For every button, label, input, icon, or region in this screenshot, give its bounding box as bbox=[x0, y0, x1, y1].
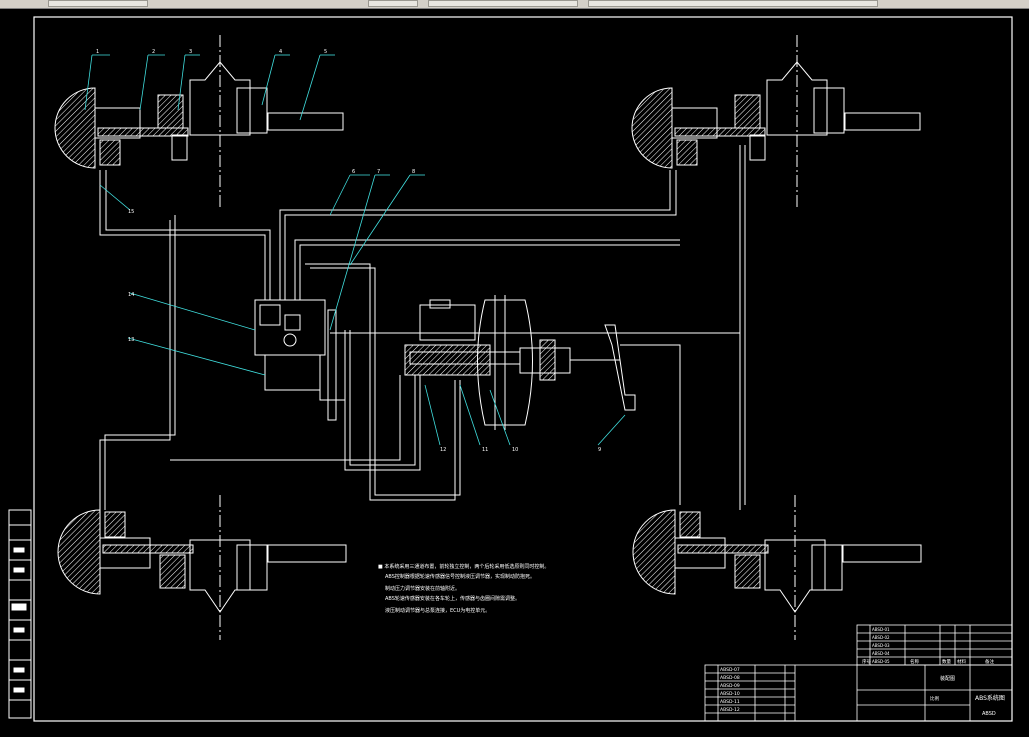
svg-text:比例: 比例 bbox=[930, 695, 939, 702]
title-block-text: ABSD-07 ABSD-08 ABSD-09 ABSD-10 ABSD-11 … bbox=[720, 658, 1005, 717]
svg-text:ABSD-07: ABSD-07 bbox=[720, 667, 740, 673]
svg-text:ABS轮速传感器安装在各车轮上，传感器与齿圈间隙需调整。: ABS轮速传感器安装在各车轮上，传感器与齿圈间隙需调整。 bbox=[385, 595, 520, 602]
toolbar-linetype-control[interactable] bbox=[428, 0, 578, 7]
toolbar-tool-buttons[interactable] bbox=[368, 0, 418, 7]
svg-text:3: 3 bbox=[189, 49, 192, 55]
svg-text:■ 本系统采用三通道布置，前轮独立控制，两个后轮采用低选原: ■ 本系统采用三通道布置，前轮独立控制，两个后轮采用低选原则同时控制。 bbox=[378, 563, 549, 570]
wheel-brake-rear-right bbox=[632, 495, 922, 640]
toolbar-layer-control[interactable] bbox=[48, 0, 148, 7]
drawing-canvas[interactable]: 1 2 3 4 5 6 7 8 9 10 11 12 13 14 15 ■ 本系… bbox=[0, 8, 1029, 733]
toolbar-lineweight-control[interactable] bbox=[588, 0, 878, 7]
parts-list-text: ABSD-01 ABSD-02 ABSD-03 ABSD-04 ABSD-05 bbox=[872, 627, 890, 664]
callout-numbers: 1 2 3 4 5 6 7 8 9 10 11 12 13 14 15 bbox=[96, 49, 601, 453]
svg-text:序号: 序号 bbox=[862, 658, 871, 665]
svg-text:ABSD-09: ABSD-09 bbox=[720, 683, 740, 689]
wheel-brake-front-left bbox=[54, 35, 344, 210]
drawing-svg: 1 2 3 4 5 6 7 8 9 10 11 12 13 14 15 ■ 本系… bbox=[8, 16, 1013, 722]
svg-text:6: 6 bbox=[352, 169, 355, 175]
svg-text:9: 9 bbox=[598, 447, 601, 453]
brake-lines bbox=[99, 145, 746, 510]
svg-text:ABSD-08: ABSD-08 bbox=[720, 675, 740, 681]
abs-modulator bbox=[254, 299, 345, 421]
svg-text:11: 11 bbox=[482, 447, 488, 453]
parts-list-table bbox=[856, 624, 1013, 666]
callout-leaders bbox=[84, 54, 626, 446]
svg-text:ABSD-12: ABSD-12 bbox=[720, 707, 740, 713]
svg-text:制动压力调节器安装在前轴附近。: 制动压力调节器安装在前轴附近。 bbox=[385, 585, 460, 592]
svg-text:液压制动调节器与总泵连接，ECU为电控单元。: 液压制动调节器与总泵连接，ECU为电控单元。 bbox=[385, 607, 490, 614]
wheel-brake-front-right bbox=[631, 35, 921, 210]
svg-text:ABS系统图: ABS系统图 bbox=[975, 694, 1005, 702]
svg-text:14: 14 bbox=[128, 292, 134, 298]
title-block bbox=[704, 664, 1013, 722]
svg-text:8: 8 bbox=[412, 169, 415, 175]
svg-text:ABSD-11: ABSD-11 bbox=[720, 699, 740, 705]
wheel-brake-rear-left bbox=[57, 495, 347, 640]
svg-text:ABSD-10: ABSD-10 bbox=[720, 691, 740, 697]
svg-text:13: 13 bbox=[128, 337, 134, 343]
svg-text:装配图: 装配图 bbox=[940, 675, 955, 682]
svg-text:10: 10 bbox=[512, 447, 518, 453]
svg-text:1: 1 bbox=[96, 49, 99, 55]
svg-text:5: 5 bbox=[324, 49, 327, 55]
svg-text:数量: 数量 bbox=[942, 658, 951, 665]
svg-text:15: 15 bbox=[128, 209, 134, 215]
svg-text:ABSD-05: ABSD-05 bbox=[872, 659, 890, 664]
master-cylinder-booster bbox=[404, 295, 636, 430]
svg-text:2: 2 bbox=[152, 49, 155, 55]
svg-text:ABS控制器根据轮速传感器信号控制液压调节器，实现制动防抱死: ABS控制器根据轮速传感器信号控制液压调节器，实现制动防抱死。 bbox=[385, 573, 535, 580]
svg-text:ABSD-04: ABSD-04 bbox=[872, 651, 890, 656]
svg-text:ABSD: ABSD bbox=[982, 711, 996, 717]
side-stamp-strip bbox=[8, 509, 32, 719]
svg-text:ABSD-02: ABSD-02 bbox=[872, 635, 890, 640]
svg-text:名称: 名称 bbox=[910, 658, 919, 665]
svg-text:ABSD-03: ABSD-03 bbox=[872, 643, 890, 648]
technical-notes: ■ 本系统采用三通道布置，前轮独立控制，两个后轮采用低选原则同时控制。 ABS控… bbox=[378, 563, 549, 614]
cad-toolbar bbox=[0, 0, 1029, 9]
svg-text:材料: 材料 bbox=[957, 658, 966, 665]
drawing-frame bbox=[33, 16, 1013, 722]
svg-text:12: 12 bbox=[440, 447, 446, 453]
svg-text:4: 4 bbox=[279, 49, 282, 55]
svg-text:ABSD-01: ABSD-01 bbox=[872, 627, 890, 632]
svg-text:备注: 备注 bbox=[985, 658, 994, 665]
svg-text:7: 7 bbox=[377, 169, 380, 175]
